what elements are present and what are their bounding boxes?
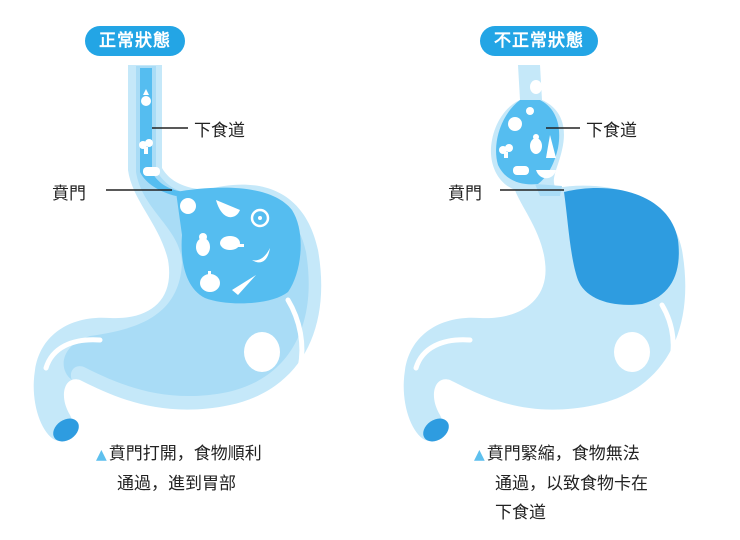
stomach-highlight-blob: [614, 332, 650, 372]
carrot-icon: [546, 135, 556, 158]
carrot-icon: [232, 275, 256, 295]
esophagus-food-channel: [140, 68, 184, 196]
pepper-icon: [200, 271, 220, 292]
tomato-icon: [508, 117, 522, 131]
normal-state-panel: 正常狀態 下食道 賁門 ▲賁門打開，食物順利 通過，進到胃部: [33, 26, 322, 499]
caption-line: 賁門緊縮，食物無法: [486, 444, 640, 464]
stomach-highlight-stroke: [43, 337, 103, 371]
cardia-label: 賁門: [448, 184, 482, 204]
esophagus-label: 下食道: [194, 121, 245, 141]
banana-icon: [252, 248, 270, 263]
chicken-leg-icon: [220, 236, 244, 250]
watermelon-icon: [536, 170, 556, 179]
pylorus-opening: [53, 418, 79, 442]
pear-icon: [530, 134, 542, 154]
cardia-label: 賁門: [52, 184, 86, 204]
abnormal-state-title: 不正常狀態: [480, 26, 598, 56]
caption-line: 通過，以致食物卡在: [495, 474, 648, 494]
triangle-marker-icon: ▲: [474, 447, 485, 463]
stomach-highlight-blob: [244, 332, 280, 372]
orange-icon: [250, 208, 270, 228]
tomato-icon: [180, 198, 196, 214]
caption-line: 下食道: [495, 503, 546, 523]
bread-icon: [513, 166, 529, 175]
stomach-highlight: [285, 297, 305, 371]
abnormal-state-panel: 不正常狀態 下食道 賁門 ▲賁門緊縮，食物無法 通過，以致食物卡在 下食道: [370, 0, 740, 540]
normal-stomach-illustration: [33, 65, 322, 442]
stomach-highlight: [659, 302, 676, 373]
broccoli-icon: [139, 139, 153, 154]
caption-line: 通過，進到胃部: [117, 474, 236, 494]
stomach-contents-empty: [564, 188, 679, 305]
abnormal-caption: ▲賁門緊縮，食物無法 通過，以致食物卡在 下食道: [474, 440, 648, 528]
stomach-highlight-stroke: [413, 337, 473, 371]
radish-icon: [141, 89, 151, 106]
chicken-leg-icon: [530, 80, 542, 94]
pear-icon: [196, 233, 210, 256]
normal-caption: ▲賁門打開，食物順利 通過，進到胃部: [96, 440, 262, 499]
broccoli-icon: [499, 144, 513, 158]
normal-state-title: 正常狀態: [85, 26, 185, 56]
esophagus-label: 下食道: [586, 121, 637, 141]
abnormal-stomach-illustration: [403, 65, 686, 442]
bread-icon: [143, 167, 160, 176]
caption-line: 賁門打開，食物順利: [108, 444, 262, 464]
triangle-marker-icon: ▲: [96, 447, 107, 463]
pylorus-opening: [423, 418, 449, 442]
radish-icon: [526, 107, 534, 115]
watermelon-icon: [216, 200, 240, 218]
